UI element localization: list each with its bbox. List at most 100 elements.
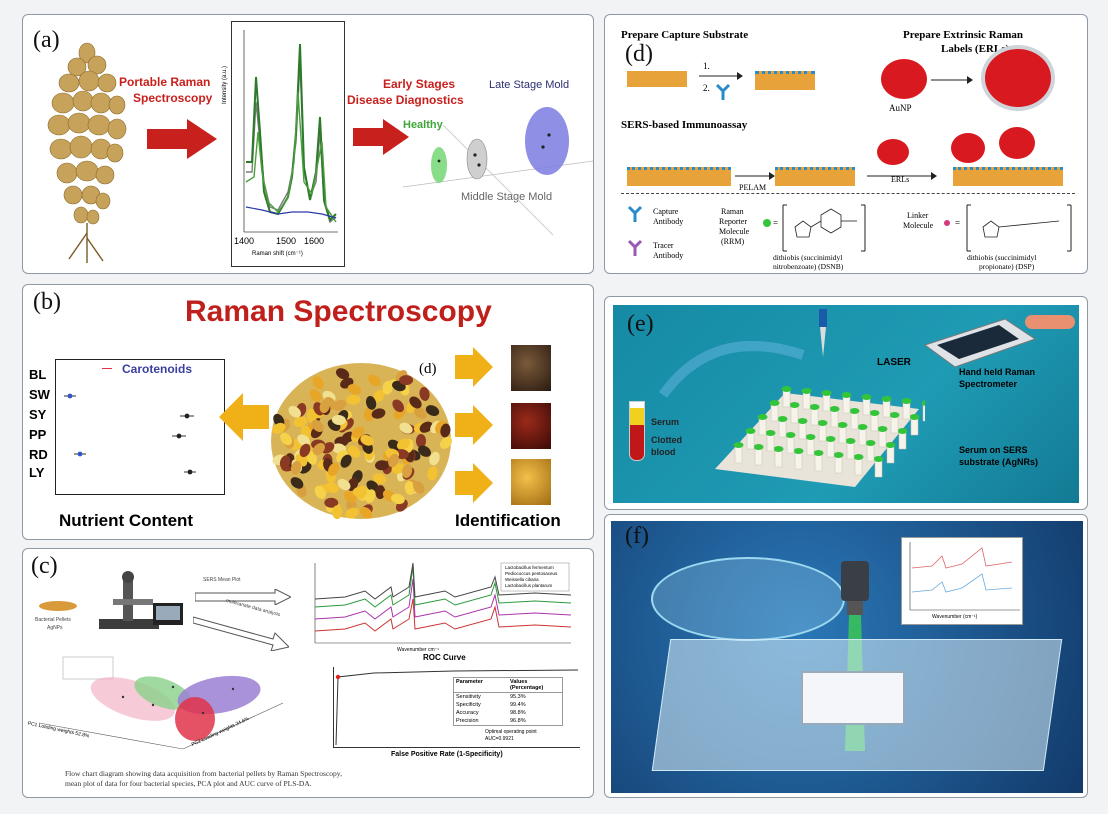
divider [621, 193, 1075, 194]
carotenoid-points [64, 393, 196, 475]
sers-immunoassay-title: SERS-based Immunoassay [621, 119, 748, 131]
reporter-text-3: Molecule [719, 227, 750, 236]
kernel [327, 462, 340, 477]
serum-droplet [833, 452, 844, 458]
inset-spectrum-plot [909, 542, 1020, 611]
kernel [331, 414, 346, 426]
erl-bead [985, 49, 1051, 107]
panel-f-label: (f) [625, 523, 649, 549]
roc-legend-2: AUC=0.9921 [485, 736, 514, 742]
kernel [414, 407, 427, 419]
kernel [347, 445, 361, 458]
table-cell: 99.4% [510, 702, 526, 708]
functionalized-substrate [755, 71, 815, 90]
pca-cluster-plot [403, 107, 593, 236]
caption-line-1: Flow chart diagram showing data acquisit… [65, 769, 342, 778]
kernel [337, 478, 351, 491]
panel-e: (e) LASER Hand held Raman Spectrometer S… [604, 296, 1088, 510]
panel-d: (d) Prepare Capture Substrate Prepare Ex… [604, 14, 1088, 274]
kernel [340, 454, 352, 468]
panel-e-background: (e) LASER Hand held Raman Spectrometer S… [613, 305, 1079, 503]
serum-label: Serum [651, 417, 680, 427]
kernel [321, 442, 335, 454]
kernel [272, 422, 286, 434]
linker-text-2: Molecule [903, 221, 934, 230]
arrow-right-icon [867, 172, 937, 180]
serum-droplet [805, 434, 816, 440]
prepare-erl-title-2: Labels (ERLs) [941, 43, 1010, 55]
roc-legend-1: Optimal operating point [485, 729, 537, 735]
svg-text:=: = [773, 218, 778, 228]
table-cell: 96.8% [510, 718, 526, 724]
serum-droplet [745, 428, 756, 434]
kernel [325, 482, 339, 493]
serum-droplet [857, 424, 868, 430]
kernel [311, 419, 324, 432]
kernel [399, 375, 414, 386]
panel-b: (b) Raman Spectroscopy Carotenoids BL SW… [22, 284, 594, 540]
laser-label: LASER [877, 357, 911, 368]
serum-droplet [889, 412, 900, 418]
arrow-right-icon [195, 589, 291, 605]
kernel [279, 455, 291, 470]
raman-spectroscopy-title: Raman Spectroscopy [185, 295, 492, 328]
serum-droplet [769, 400, 780, 406]
kernel [429, 451, 440, 466]
panel-f-background: (f) Wavenumber (cm⁻¹) [611, 521, 1083, 793]
bacterial-pellet [39, 601, 77, 611]
row-label-pp: PP [29, 427, 47, 442]
pelam-label: PELAM [739, 183, 767, 192]
kernel [351, 426, 365, 439]
capture-antibody-text-2: Antibody [653, 217, 684, 226]
serum-droplet [865, 440, 876, 446]
kernel [359, 506, 373, 519]
kernel [387, 439, 401, 452]
spectrum-xlabel: Raman shift (cm⁻¹) [252, 251, 303, 257]
healthy-label: Healthy [403, 119, 443, 131]
table-cell: Sensitivity [456, 694, 481, 700]
kernel [425, 405, 440, 417]
serum-droplet [873, 456, 884, 462]
roc-title: ROC Curve [423, 653, 466, 662]
dsp-text-2: propionate) (DSP) [979, 262, 1035, 271]
serum-droplet [921, 400, 925, 406]
flow-label-1: SERS Mean Plot [203, 577, 241, 583]
serum-droplet [841, 392, 852, 398]
kernel [439, 436, 453, 449]
sers-label-2: substrate (AgNRs) [959, 457, 1039, 467]
inset-spectrum: Wavenumber (cm⁻¹) [901, 537, 1023, 625]
prepare-capture-title: Prepare Capture Substrate [621, 29, 749, 41]
sers-substrate-array [715, 386, 925, 487]
caption-line-2: mean plot of data for four bacterial spe… [65, 779, 312, 788]
serum-droplet [801, 388, 812, 394]
kernel [396, 438, 410, 450]
serum-droplet [765, 430, 776, 436]
kernel [419, 421, 433, 433]
pipette-icon [819, 309, 827, 357]
reporter-text-1: Raman [721, 207, 744, 216]
kernel [356, 485, 368, 500]
serum-droplet [909, 414, 920, 420]
kernel [373, 389, 385, 403]
serum-droplet [821, 390, 832, 396]
agnp-label: AuNP [889, 103, 912, 113]
dsp-text-1: dithiobis (succinimidyl [967, 253, 1037, 262]
raman-microscope-icon [99, 571, 183, 629]
nanopillar [922, 402, 925, 422]
serum-droplet [845, 438, 856, 444]
clotted-label-1: Clotted [651, 435, 682, 445]
erl-bead [951, 133, 985, 163]
serum-droplet [869, 410, 880, 416]
inner-d-label: (d) [419, 361, 437, 377]
kernel-photo-red [511, 403, 551, 449]
device-label-2: Spectrometer [959, 379, 1018, 389]
kernel [409, 396, 422, 409]
row-label-sw: SW [29, 387, 50, 402]
reaction-chamber [801, 671, 905, 725]
table-header: Values (Percentage) [510, 679, 544, 691]
table-cell: 98.8% [510, 710, 526, 716]
table-cell: 95.3% [510, 694, 526, 700]
kernel [312, 443, 325, 456]
panel-c-label: (c) [31, 553, 58, 579]
